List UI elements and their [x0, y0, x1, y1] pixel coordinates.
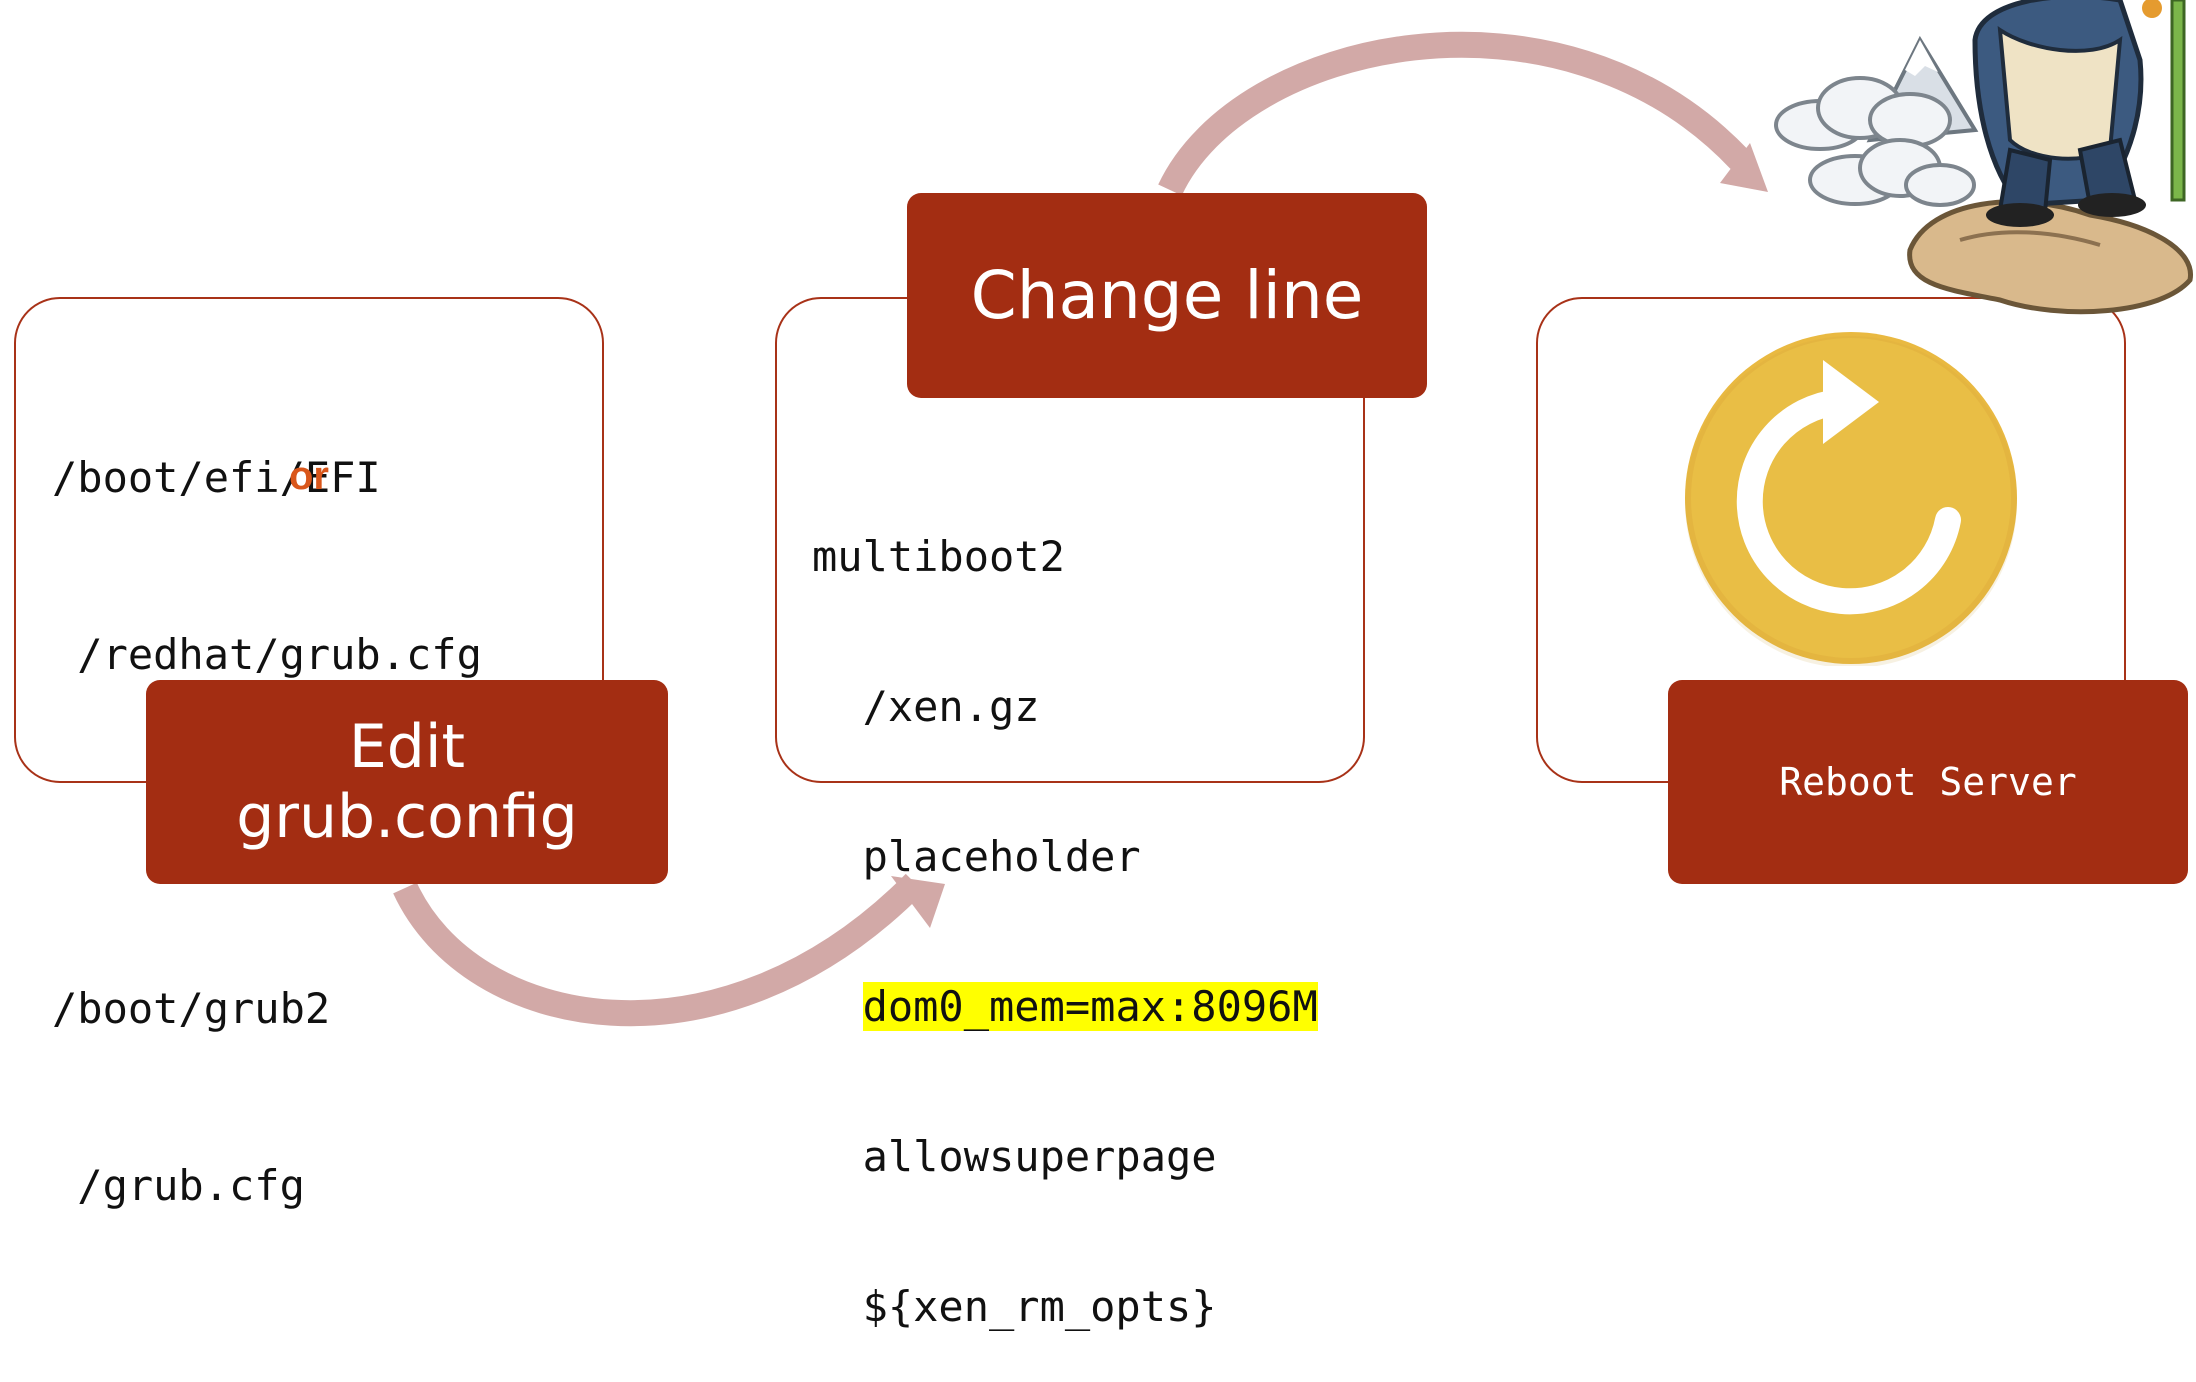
path-line: /boot/grub2 [52, 984, 331, 1033]
flow-arrows [393, 31, 1768, 1027]
xen-panda-mascot-icon [1774, 0, 2193, 315]
code-line: ${xen_rm_opts} [812, 1282, 1217, 1331]
multiboot-line: multiboot2 /xen.gz placeholder dom0_mem=… [812, 432, 1318, 1382]
highlighted-setting: dom0_mem=max:8096M [862, 982, 1318, 1031]
path-line: /boot/efi/EFI [52, 453, 381, 502]
step-change-label: Change line [907, 193, 1427, 398]
step-edit-label-line: Edit [348, 712, 466, 782]
reboot-icon [1685, 332, 2017, 666]
code-line: multiboot2 [812, 532, 1065, 581]
step-edit-label: Edit grub.config [146, 680, 668, 884]
path-line: /redhat/grub.cfg [52, 630, 482, 679]
step-reboot-label: Reboot Server [1668, 680, 2188, 884]
code-line-highlighted: dom0_mem=max:8096M [812, 982, 1318, 1032]
code-line: /xen.gz [812, 682, 1040, 731]
code-line: allowsuperpage [812, 1132, 1217, 1181]
step-edit-label-line: grub.config [236, 782, 578, 852]
arrow-top [1158, 31, 1768, 196]
or-separator: or [289, 454, 329, 498]
path-line: /grub.cfg [52, 1161, 305, 1210]
code-line: placeholder [812, 832, 1141, 881]
arrow-bottom [393, 873, 945, 1027]
